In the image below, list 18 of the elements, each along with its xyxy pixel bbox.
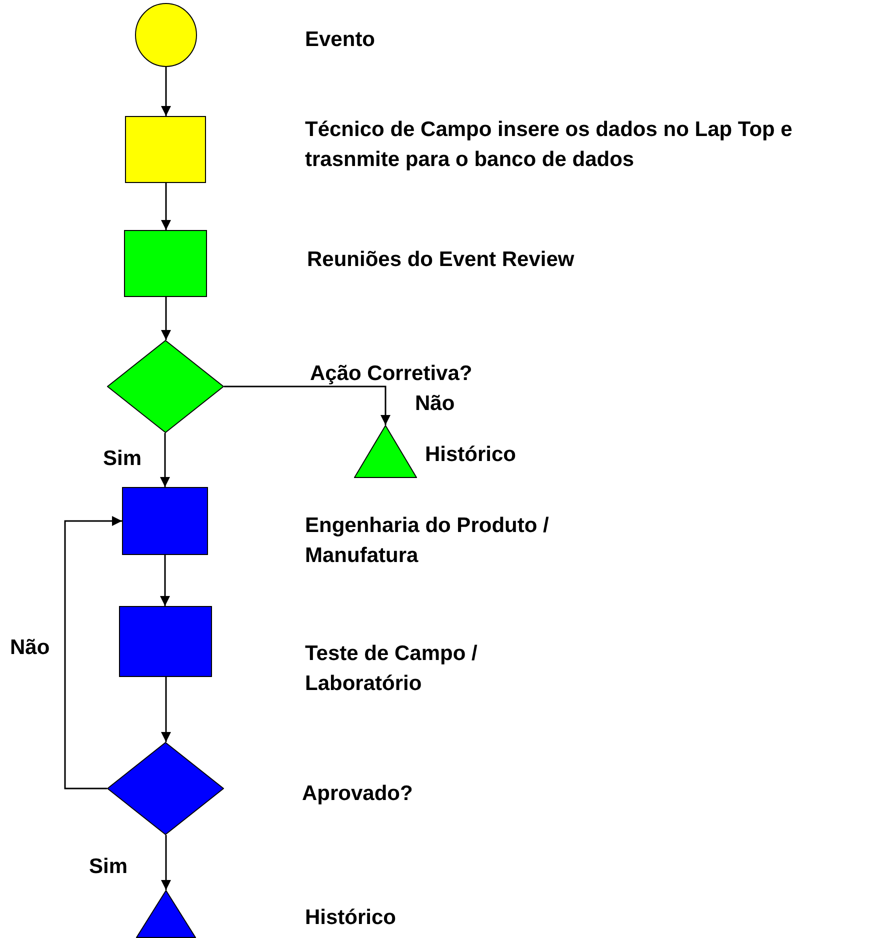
arrow: [161, 297, 171, 340]
step-label: Evento: [305, 27, 376, 53]
step-label: Reuniões do Event Review: [307, 247, 576, 273]
arrow: [64, 516, 122, 790]
arrow: [160, 433, 170, 487]
step-label: Engenharia do Produto / Manufatura: [305, 513, 550, 569]
arrow: [160, 555, 170, 606]
step-label: Histórico: [305, 905, 398, 931]
arrow: [161, 67, 171, 116]
arrow: [161, 677, 171, 742]
arrow: [161, 183, 171, 230]
step-label: Ação Corretiva?: [310, 361, 474, 387]
step-label: Teste de Campo / Laboratório: [305, 641, 478, 697]
step-label: Aprovado?: [302, 781, 414, 807]
step-label: Histórico: [425, 442, 518, 468]
step-label: Técnico de Campo insere os dados no Lap Top e trasnmite para o banco de dados: [305, 117, 794, 173]
arrow: [224, 386, 390, 425]
arrow: [161, 835, 171, 890]
